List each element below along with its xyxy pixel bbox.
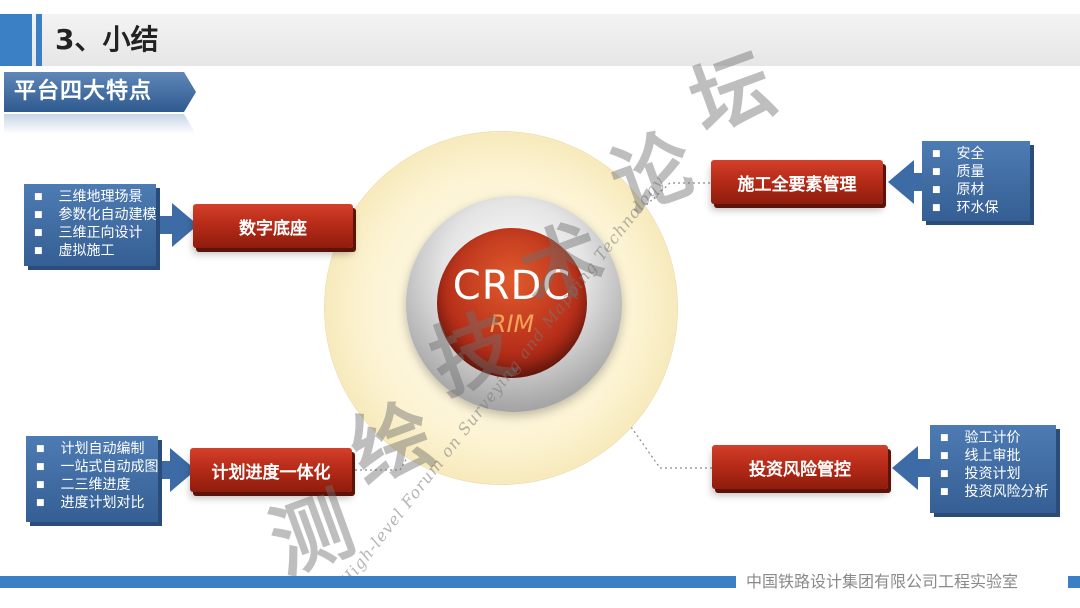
- core-title: CRDC: [452, 263, 572, 309]
- footer-bar-end: [1068, 576, 1080, 588]
- list-item: 安全: [932, 145, 1024, 163]
- list-item: 三维地理场景: [34, 188, 150, 206]
- list-item: 线上审批: [940, 447, 1050, 465]
- core-subtitle: RIM: [489, 310, 535, 338]
- list-planning: 计划自动编制 一站式自动成图 二三维进度 进度计划对比: [26, 436, 159, 522]
- arrow-stem: [912, 173, 924, 191]
- arrow-left-icon: [892, 446, 918, 490]
- feature-digital-base: 数字底座: [193, 204, 353, 248]
- footer-bar: [0, 576, 736, 588]
- list-item: 投资计划: [940, 465, 1050, 483]
- list-item: 一站式自动成图: [36, 458, 159, 476]
- list-construction: 安全 质量 原材 环水保: [922, 141, 1030, 221]
- page-title: 3、小结: [55, 23, 159, 56]
- list-item: 计划自动编制: [36, 440, 152, 458]
- feature-planning: 计划进度一体化: [190, 448, 352, 492]
- title-bar: [0, 14, 1080, 66]
- list-item: 参数化自动建模: [34, 206, 157, 224]
- title-accent: [0, 14, 32, 66]
- list-item: 投资风险分析: [940, 483, 1050, 501]
- arrow-stem: [160, 216, 174, 234]
- list-item: 验工计价: [940, 429, 1050, 447]
- list-item: 进度计划对比: [36, 494, 152, 512]
- list-item: 虚拟施工: [34, 242, 150, 260]
- list-item: 三维正向设计: [34, 224, 150, 242]
- arrow-left-icon: [888, 160, 914, 204]
- list-item: 原材: [932, 181, 1024, 199]
- title-accent-thin: [36, 14, 42, 66]
- feature-investment: 投资风险管控: [712, 445, 888, 489]
- core-circle: [437, 228, 587, 378]
- footer-text: 中国铁路设计集团有限公司工程实验室: [746, 572, 1019, 591]
- list-item: 二三维进度: [36, 476, 152, 494]
- section-subtitle: 平台四大特点: [4, 72, 196, 112]
- list-item: 环水保: [932, 199, 1024, 217]
- list-item: 质量: [932, 163, 1024, 181]
- list-investment: 验工计价 线上审批 投资计划 投资风险分析: [930, 425, 1056, 513]
- arrow-stem: [162, 461, 172, 479]
- arrow-stem: [916, 459, 930, 477]
- feature-construction: 施工全要素管理: [711, 160, 883, 204]
- list-digital-base: 三维地理场景 参数化自动建模 三维正向设计 虚拟施工: [24, 184, 157, 266]
- subtitle-reflection: [4, 114, 196, 134]
